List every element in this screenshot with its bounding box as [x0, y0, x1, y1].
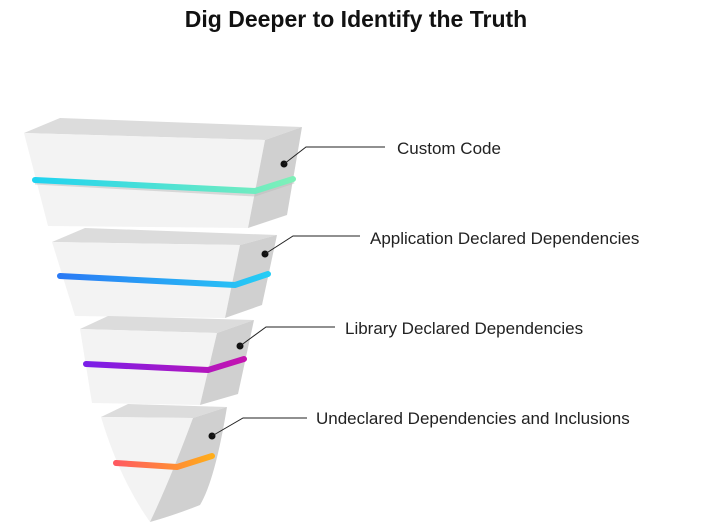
funnel-layer-library — [80, 316, 254, 405]
funnel-layer-custom-code — [24, 118, 302, 228]
band-undeclared — [113, 453, 215, 470]
band-application — [57, 271, 271, 288]
band-library — [83, 356, 247, 373]
band-custom-code — [32, 176, 296, 194]
diagram-title: Dig Deeper to Identify the Truth — [184, 6, 528, 32]
label-custom-code: Custom Code — [397, 139, 501, 158]
callout-library: Library Declared Dependencies — [236, 319, 583, 350]
callout-application: Application Declared Dependencies — [261, 229, 639, 258]
label-application: Application Declared Dependencies — [370, 229, 639, 248]
funnel-layer-undeclared — [101, 404, 227, 522]
label-undeclared: Undeclared Dependencies and Inclusions — [316, 409, 630, 428]
label-library: Library Declared Dependencies — [345, 319, 583, 338]
funnel-layer-application — [52, 228, 277, 318]
callout-undeclared: Undeclared Dependencies and Inclusions — [208, 409, 630, 440]
callout-custom-code: Custom Code — [280, 139, 501, 168]
